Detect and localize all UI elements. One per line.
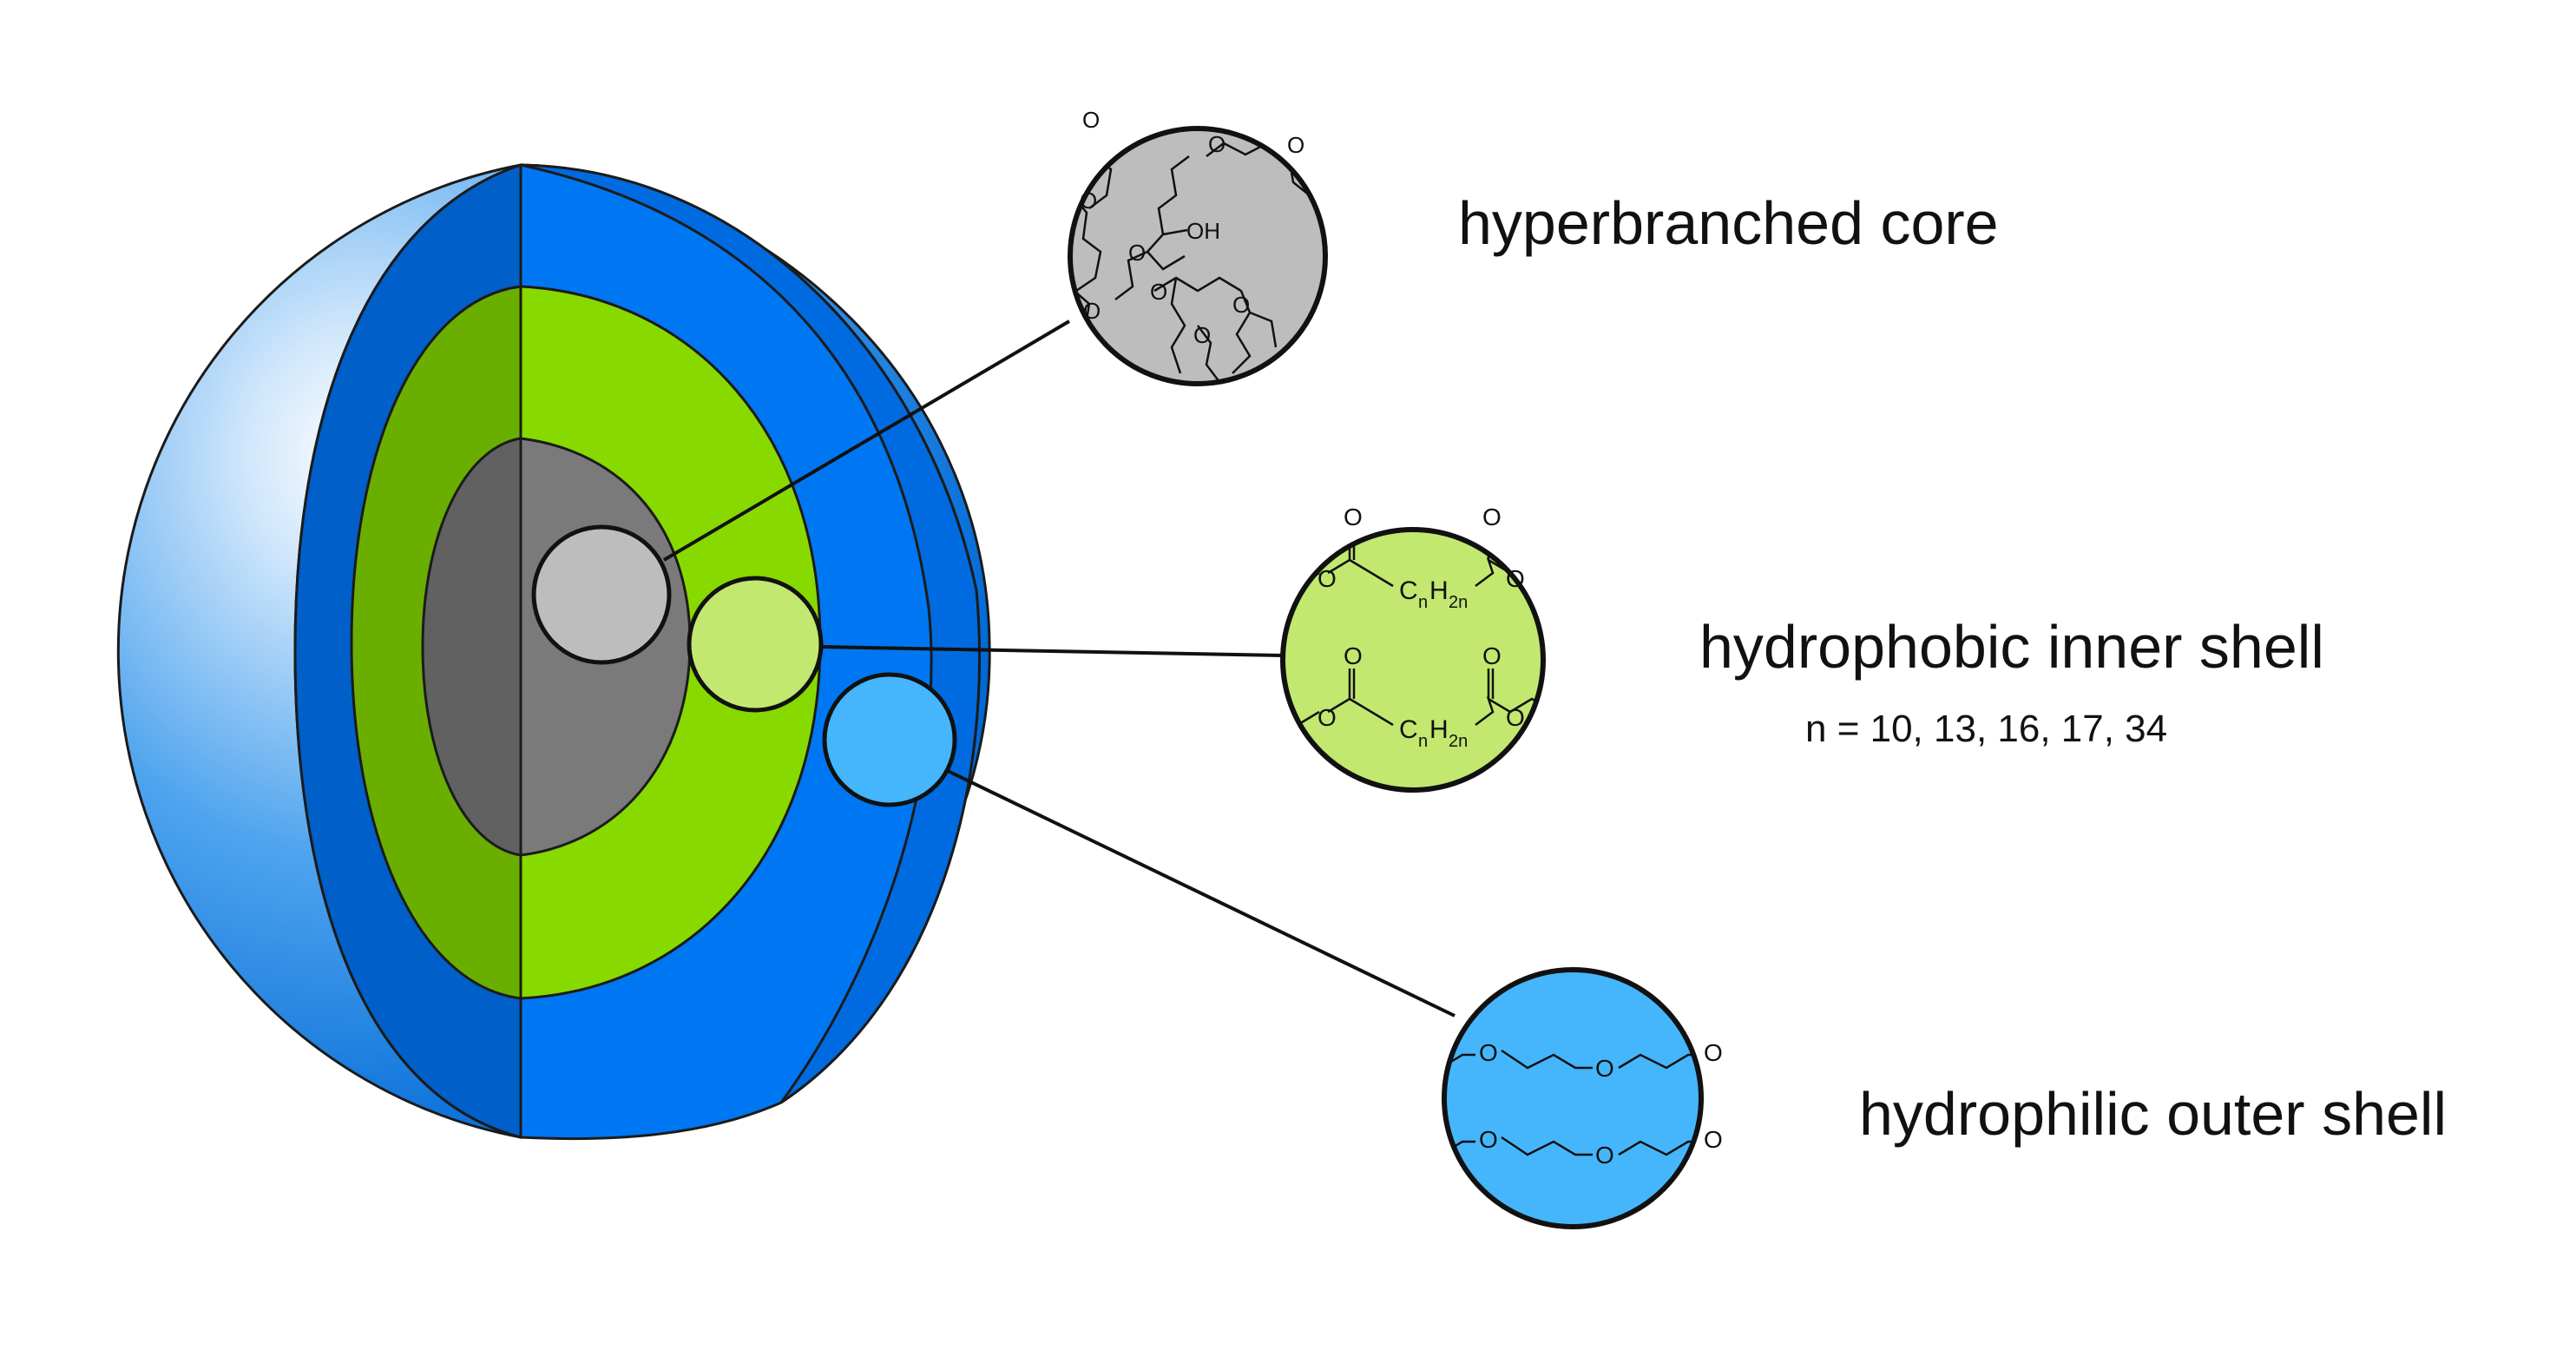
formula-h: H (1429, 715, 1449, 744)
outer-highlight (822, 672, 957, 807)
formula-sub-2n: 2n (1449, 593, 1468, 612)
formula-h: H (1429, 576, 1449, 605)
core-left (421, 437, 522, 857)
inner-shell-label: hydrophobic inner shell (1699, 613, 2324, 681)
inner-shell-zoom: O O O O O O O O C n H 2n C n H 2n (1280, 504, 1546, 793)
inner-atom-labels: O O O O O O O O (1318, 504, 1525, 731)
hydroxyl-label: OH (1186, 218, 1220, 244)
formula-sub-2n: 2n (1449, 732, 1468, 751)
outer-shell-label: hydrophilic outer shell (1859, 1080, 2448, 1148)
ether-oxygen-label: O (1595, 1055, 1614, 1082)
oxygen-label: O (1287, 132, 1304, 158)
inner-highlight (687, 576, 824, 713)
oxygen-label: O (1208, 131, 1226, 157)
outer-shell-rim (520, 163, 981, 1104)
oxygen-label: O (1193, 322, 1211, 348)
carbonyl-oxygen-label: O (1344, 504, 1363, 530)
core-highlight (531, 524, 672, 665)
core-zoom-border (1068, 126, 1328, 386)
ether-oxygen-label: O (1595, 1142, 1614, 1169)
ether-oxygen-label: O (1479, 1126, 1498, 1153)
oxygen-label: O (1082, 107, 1100, 133)
inner-connector (819, 645, 1284, 657)
highlight-circles (531, 524, 957, 807)
ether-oxygen-label: O (1704, 1126, 1723, 1153)
core-zoom-circle (1070, 128, 1325, 384)
core-connector (662, 319, 1071, 562)
connector-lines (662, 319, 1456, 1017)
micelle-sphere (116, 162, 991, 1141)
outer-connector (947, 769, 1456, 1017)
oxygen-label: O (1128, 240, 1146, 266)
outer-shell-zoom: O O O O O O (1442, 967, 1723, 1229)
carbonyl-oxygen-label: O (1482, 642, 1502, 669)
ester-oxygen-label: O (1506, 704, 1525, 731)
carbonyl-oxygen-label: O (1344, 642, 1363, 669)
ether-oxygen-label: O (1704, 1039, 1723, 1066)
ester-oxygen-label: O (1318, 565, 1337, 592)
ester-oxygen-label: O (1318, 704, 1337, 731)
formula-sub-n: n (1418, 593, 1428, 612)
chain-length-note: n = 10, 13, 16, 17, 34 (1805, 708, 2168, 750)
carbonyl-oxygen-label: O (1482, 504, 1502, 530)
oxygen-label: O (1150, 279, 1167, 305)
formula-sub-n: n (1418, 732, 1428, 751)
outer-zoom-circle (1444, 970, 1701, 1227)
outer-zoom-border (1442, 967, 1704, 1229)
inner-zoom-circle (1283, 530, 1543, 790)
alkyl-chain-formula: C n H 2n C n H 2n (1399, 576, 1468, 751)
core-atom-labels: O O O O O OH O O O O (1080, 107, 1304, 348)
formula-c: C (1399, 715, 1418, 744)
outer-atom-labels: O O O O O O (1479, 1039, 1723, 1169)
inner-zoom-border (1280, 527, 1546, 793)
core-label: hyperbranched core (1458, 189, 1999, 257)
ether-oxygen-label: O (1479, 1039, 1498, 1066)
formula-c: C (1399, 576, 1418, 605)
oxygen-label: O (1232, 292, 1250, 318)
core-zoom: O O O O O OH O O O O (1068, 107, 1328, 386)
